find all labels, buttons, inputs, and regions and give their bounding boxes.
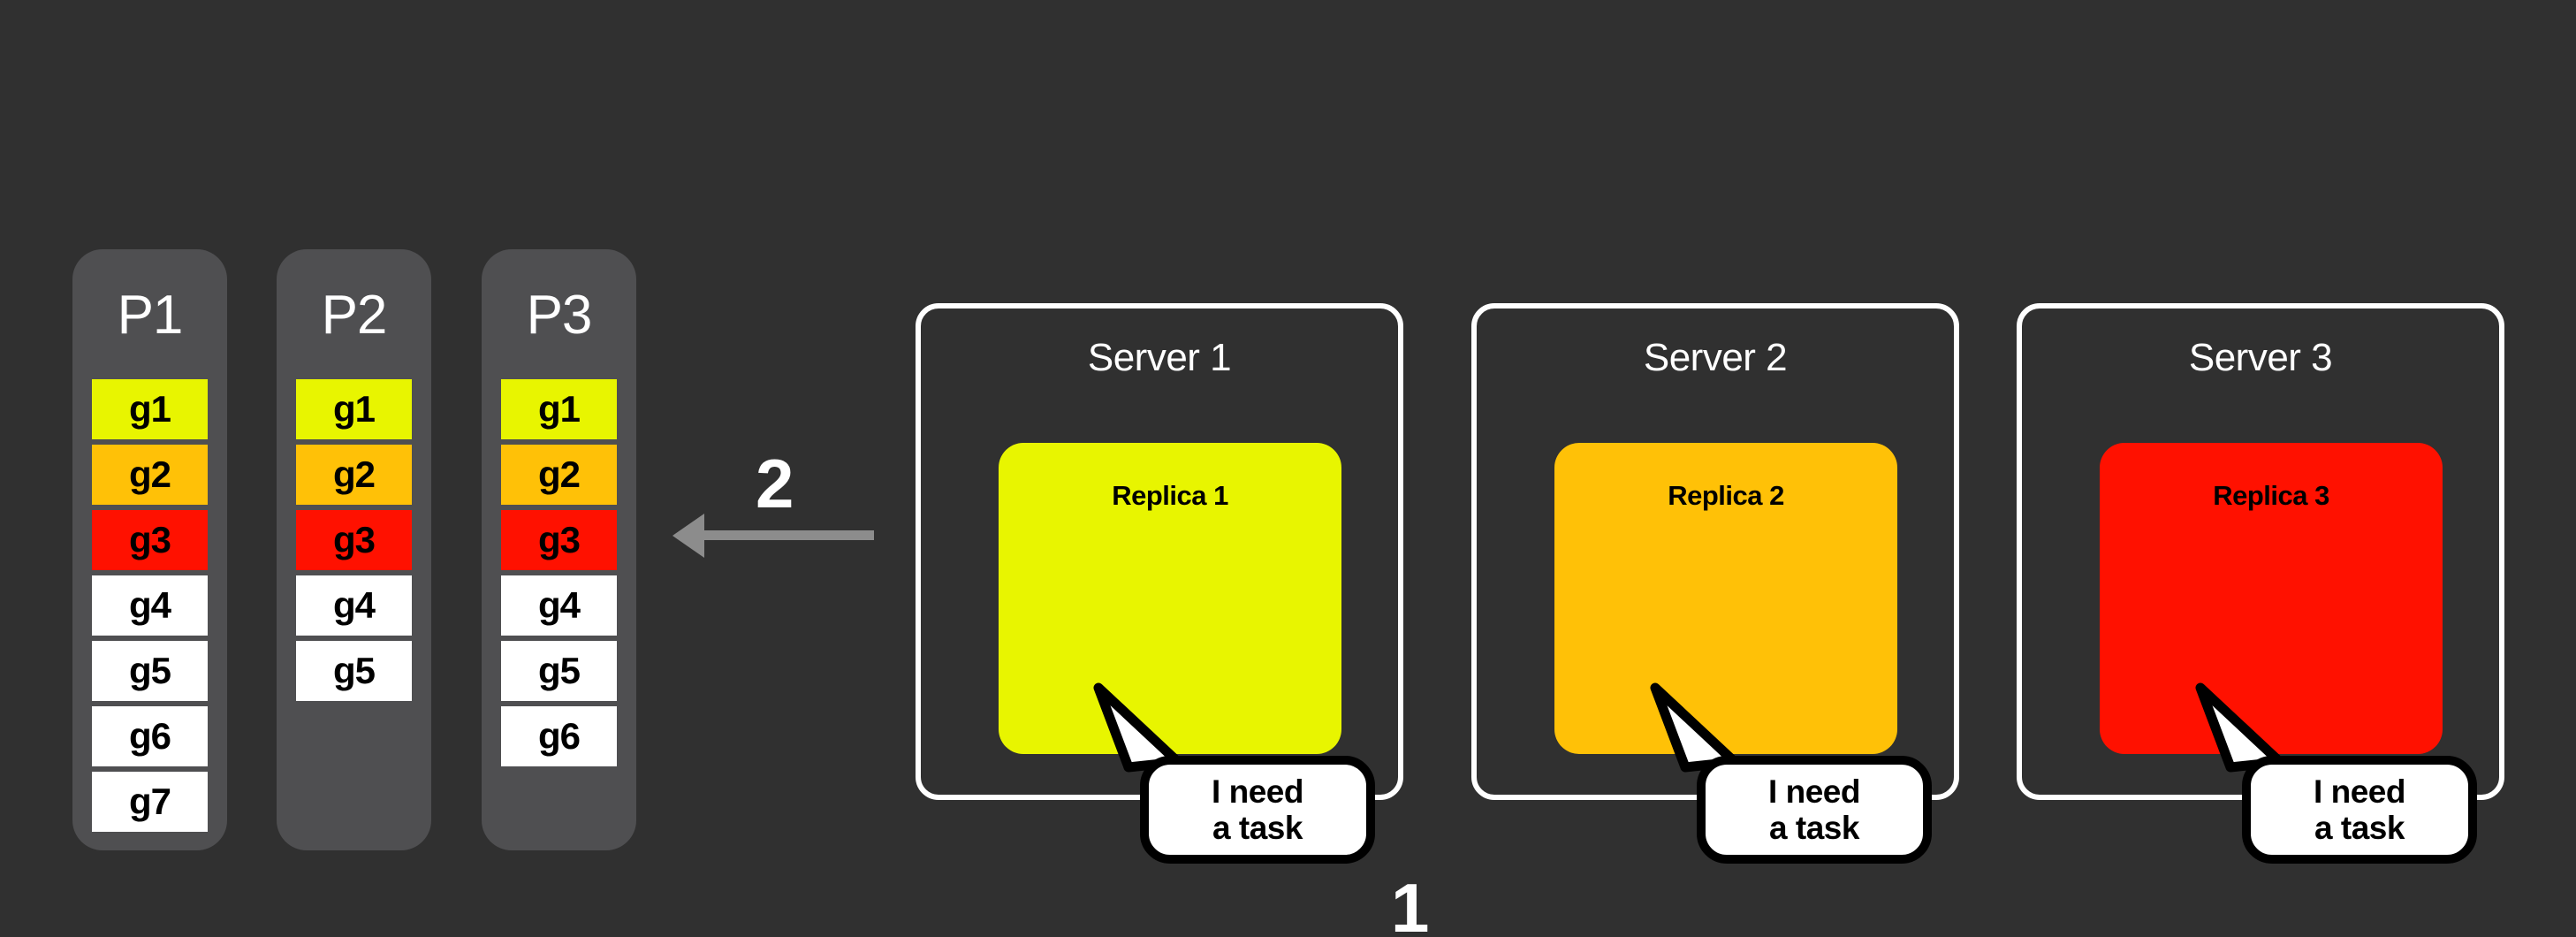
partition-p1: P1 g1 g2 g3 g4 g5 g6 g7 — [72, 249, 227, 850]
replica-box[interactable]: Replica 2 — [1554, 443, 1897, 754]
partition-cell[interactable]: g1 — [92, 379, 208, 439]
partition-cell[interactable]: g1 — [501, 379, 617, 439]
partition-cell[interactable]: g2 — [501, 445, 617, 505]
partition-title: P3 — [526, 285, 593, 346]
bubble-line-1: I need — [1212, 773, 1303, 810]
partition-cell[interactable]: g2 — [92, 445, 208, 505]
partition-cell[interactable]: g6 — [501, 706, 617, 766]
partition-cell[interactable]: g4 — [501, 575, 617, 636]
arrow-step-label-2: 2 — [756, 445, 794, 522]
partition-cell[interactable]: g3 — [92, 510, 208, 570]
partition-cell[interactable]: g2 — [296, 445, 412, 505]
step-label-1: 1 — [1391, 869, 1430, 937]
partition-p2: P2 g1 g2 g3 g4 g5 — [277, 249, 431, 850]
bubble-line-2: a task — [2314, 810, 2405, 846]
partition-cell-list: g1 g2 g3 g4 g5 — [296, 379, 412, 706]
server-title: Server 1 — [1087, 336, 1232, 379]
partition-cell[interactable]: g3 — [501, 510, 617, 570]
bubble-line-2: a task — [1212, 810, 1303, 846]
bubble-line-1: I need — [1768, 773, 1860, 810]
partition-cell[interactable]: g4 — [296, 575, 412, 636]
server-box-3: Server 3 Replica 3 — [2017, 303, 2504, 800]
arrow-shaft — [704, 530, 874, 540]
replica-label: Replica 3 — [2213, 480, 2329, 511]
server-box-2: Server 2 Replica 2 — [1471, 303, 1959, 800]
speech-bubble-server-1: I need a task — [1140, 756, 1375, 864]
server-box-1: Server 1 Replica 1 — [916, 303, 1403, 800]
partition-cell[interactable]: g6 — [92, 706, 208, 766]
partition-cell-list: g1 g2 g3 g4 g5 g6 — [501, 379, 617, 772]
bubble-line-2: a task — [1769, 810, 1859, 846]
partition-cell[interactable]: g7 — [92, 772, 208, 832]
server-title: Server 3 — [2188, 336, 2333, 379]
partition-p3: P3 g1 g2 g3 g4 g5 g6 — [482, 249, 636, 850]
partition-title: P1 — [117, 285, 184, 346]
replica-box[interactable]: Replica 3 — [2100, 443, 2443, 754]
speech-bubble-server-3: I need a task — [2242, 756, 2477, 864]
partition-cell-list: g1 g2 g3 g4 g5 g6 g7 — [92, 379, 208, 837]
arrow-head-left-icon — [672, 514, 704, 558]
replica-box[interactable]: Replica 1 — [999, 443, 1341, 754]
speech-bubble-server-2: I need a task — [1697, 756, 1932, 864]
partition-cell[interactable]: g5 — [92, 641, 208, 701]
partition-cell[interactable]: g5 — [296, 641, 412, 701]
partition-cell[interactable]: g5 — [501, 641, 617, 701]
partition-cell[interactable]: g3 — [296, 510, 412, 570]
replica-label: Replica 2 — [1668, 480, 1784, 511]
partition-title: P2 — [321, 285, 388, 346]
server-title: Server 2 — [1643, 336, 1788, 379]
partition-cell[interactable]: g4 — [92, 575, 208, 636]
partition-cell[interactable]: g1 — [296, 379, 412, 439]
replica-label: Replica 1 — [1112, 480, 1228, 511]
bubble-line-1: I need — [2314, 773, 2405, 810]
